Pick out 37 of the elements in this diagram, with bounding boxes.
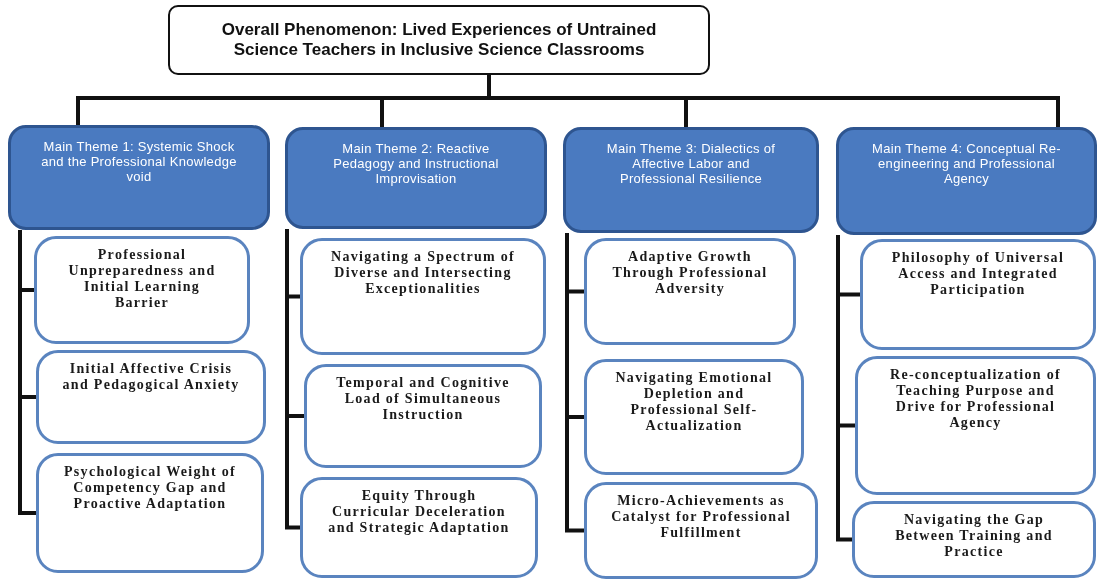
subtheme-box	[584, 482, 818, 579]
theme-heading: Main Theme 2: Reactive Pedagogy and Instructional Improvisation	[332, 142, 500, 187]
theme-box	[563, 127, 819, 233]
subtheme-box	[36, 453, 264, 573]
subtheme-text: Navigating the Gap Between Training and Practice	[894, 512, 1054, 561]
subtheme-box	[860, 239, 1096, 350]
subtheme-box	[304, 364, 542, 468]
theme-box	[8, 125, 270, 230]
subtheme-box	[300, 238, 546, 355]
subtheme-text: Navigating Emotional Depletion and Professional Self-Actualization	[614, 370, 774, 435]
subtheme-text: Psychological Weight of Competency Gap and Proactive Adaptation	[63, 464, 237, 513]
subtheme-box	[300, 477, 538, 578]
subtheme-text: Temporal and Cognitive Load of Simultaneous Instruction	[335, 375, 511, 424]
subtheme-text: Re-conceptualization of Teaching Purpose and Drive for Professional Agency	[888, 367, 1062, 432]
title-text: Overall Phenomenon: Lived Experiences of Untrained Science Teachers in Inclusive Science Classrooms	[220, 19, 658, 61]
subtheme-box	[852, 501, 1096, 578]
connector-line	[285, 229, 300, 530]
subtheme-text: Navigating a Spectrum of Diverse and Intersecting Exceptionalities	[330, 249, 516, 298]
theme-box	[285, 127, 547, 229]
theme-heading: Main Theme 4: Conceptual Re-engineering and Professional Agency	[871, 142, 1062, 187]
subtheme-text: Adaptive Growth Through Professional Adversity	[611, 249, 769, 298]
subtheme-text: Professional Unpreparedness and Initial Learning Barrier	[67, 247, 217, 312]
title-box	[168, 5, 710, 75]
subtheme-box	[855, 356, 1096, 495]
subtheme-box	[36, 350, 266, 444]
subtheme-text: Micro-Achievements as Catalyst for Professional Fulfillment	[610, 493, 792, 542]
subtheme-box	[584, 359, 804, 475]
subtheme-text: Equity Through Curricular Deceleration and Strategic Adaptation	[327, 488, 511, 537]
subtheme-box	[584, 238, 796, 345]
theme-heading: Main Theme 1: Systemic Shock and the Professional Knowledge void	[40, 140, 238, 185]
connector-line	[836, 235, 852, 542]
subtheme-text: Philosophy of Universal Access and Integrated Participation	[890, 250, 1066, 299]
theme-box	[836, 127, 1097, 235]
theme-heading: Main Theme 3: Dialectics of Affective Labor and Professional Resilience	[605, 142, 777, 187]
connector-line	[18, 230, 36, 515]
subtheme-text: Initial Affective Crisis and Pedagogical Anxiety	[61, 361, 241, 394]
subtheme-box	[34, 236, 250, 344]
